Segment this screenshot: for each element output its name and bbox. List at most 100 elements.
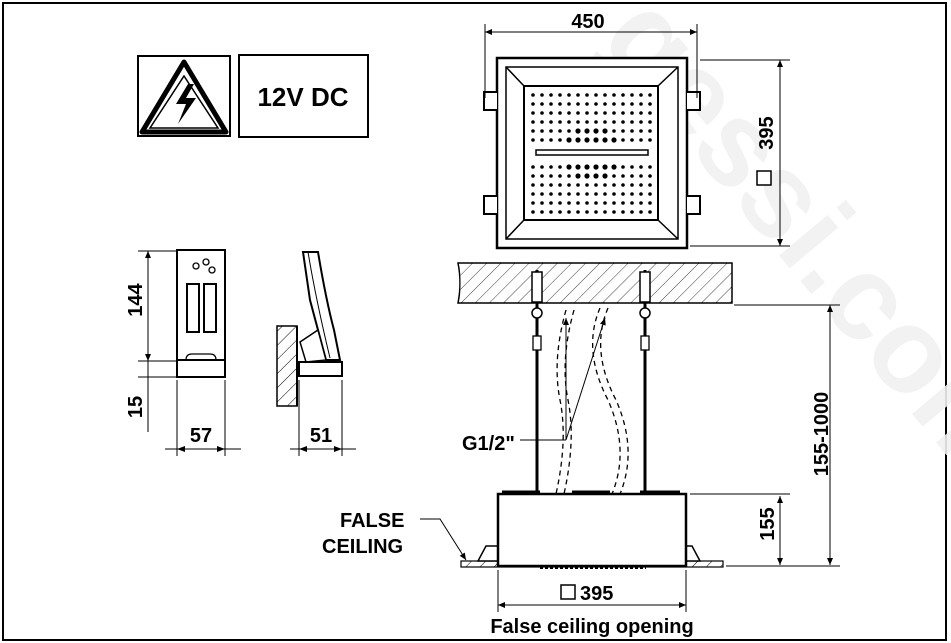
nozzle-dot: [566, 164, 572, 170]
nozzle-dot: [648, 120, 652, 124]
nozzle-dot: [540, 93, 544, 97]
nozzle-dot: [612, 201, 616, 205]
nozzle-dot: [621, 183, 625, 187]
opening-caption: False ceiling opening: [490, 616, 693, 638]
nozzle-dot: [584, 137, 590, 143]
nozzle-dot: [639, 138, 643, 142]
nozzle-dot: [639, 174, 643, 178]
nozzle-dot: [540, 165, 544, 169]
nozzle-dot: [558, 165, 562, 169]
nozzle-dot: [549, 183, 553, 187]
nozzle-dot: [603, 120, 607, 124]
nozzle-dot: [567, 210, 571, 214]
control-box-side-view: [276, 251, 343, 407]
square-symbol-icon: [756, 170, 772, 186]
nozzle-dot: [621, 165, 625, 169]
nozzle-dot: [612, 192, 616, 196]
nozzle-dot: [630, 183, 634, 187]
nozzle-dot: [594, 192, 598, 196]
nozzle-dot: [567, 120, 571, 124]
nozzle-dot: [585, 111, 589, 115]
nozzle-dot: [648, 138, 652, 142]
nozzle-dot: [648, 201, 652, 205]
nozzle-dot: [602, 128, 608, 134]
nozzle-dot: [558, 93, 562, 97]
nozzle-dot: [630, 111, 634, 115]
nozzle-dot: [540, 183, 544, 187]
nozzle-dot: [585, 120, 589, 124]
width-dimension-label: 450: [571, 11, 604, 33]
box-width-label: 57: [190, 425, 212, 447]
nozzle-dot: [584, 128, 590, 134]
nozzle-dot: [630, 201, 634, 205]
showerhead-body: [496, 492, 688, 568]
nozzle-dot: [549, 120, 553, 124]
nozzle-dot: [531, 201, 535, 205]
bracket-depth-label: 51: [310, 425, 332, 447]
suspension-rods: [531, 270, 651, 494]
nozzle-dot: [603, 102, 607, 106]
nozzle-dot: [648, 102, 652, 106]
nozzle-dot: [558, 129, 562, 133]
nozzle-dot: [576, 111, 580, 115]
nozzle-dot: [639, 120, 643, 124]
nozzle-dot: [594, 120, 598, 124]
nozzle-dot: [584, 173, 590, 179]
nozzle-dot: [602, 164, 608, 170]
nozzle-dot: [648, 192, 652, 196]
nozzle-dot: [540, 138, 544, 142]
nozzle-dot: [566, 137, 572, 143]
base-height-label: 15: [125, 396, 147, 418]
nozzle-dot: [531, 138, 535, 142]
high-voltage-warning-icon: [137, 55, 231, 137]
nozzle-dot: [630, 120, 634, 124]
nozzle-dot: [558, 111, 562, 115]
nozzle-dot: [611, 137, 617, 143]
nozzle-dot: [621, 93, 625, 97]
nozzle-dot: [540, 210, 544, 214]
nozzle-dot: [531, 210, 535, 214]
false-ceiling-label-line1: FALSE: [340, 510, 404, 532]
nozzle-dot: [648, 93, 652, 97]
nozzle-dot: [585, 102, 589, 106]
nozzle-dot: [639, 93, 643, 97]
nozzle-dot: [603, 201, 607, 205]
nozzle-dot: [540, 174, 544, 178]
nozzle-dot: [585, 192, 589, 196]
nozzle-dot: [575, 164, 581, 170]
nozzle-dot: [630, 210, 634, 214]
showerhead-top-view: [483, 56, 701, 250]
nozzle-dot: [621, 192, 625, 196]
nozzle-dot: [585, 201, 589, 205]
nozzle-dot: [567, 174, 571, 178]
nozzle-dot: [603, 111, 607, 115]
drop-range-label: 155-1000: [811, 392, 833, 477]
nozzle-dot: [630, 129, 634, 133]
nozzle-dot: [575, 137, 581, 143]
nozzle-dot: [558, 210, 562, 214]
nozzle-dot: [540, 129, 544, 133]
nozzle-dot: [639, 192, 643, 196]
nozzle-dot: [531, 174, 535, 178]
nozzle-dot: [603, 210, 607, 214]
nozzle-dot: [549, 129, 553, 133]
nozzle-dot: [576, 120, 580, 124]
nozzle-dot: [567, 183, 571, 187]
nozzle-dot: [576, 210, 580, 214]
nozzle-dot: [648, 129, 652, 133]
nozzle-dot: [549, 174, 553, 178]
nozzle-dot: [567, 129, 571, 133]
nozzle-dot: [594, 210, 598, 214]
nozzle-dot: [558, 192, 562, 196]
nozzle-dot: [531, 129, 535, 133]
nozzle-dot: [585, 183, 589, 187]
nozzle-dot: [585, 210, 589, 214]
nozzle-dot: [639, 165, 643, 169]
nozzle-dot: [612, 210, 616, 214]
nozzle-dot: [648, 111, 652, 115]
nozzle-dot: [531, 111, 535, 115]
nozzle-dot: [639, 102, 643, 106]
nozzle-dot: [602, 137, 608, 143]
nozzle-dot: [549, 165, 553, 169]
